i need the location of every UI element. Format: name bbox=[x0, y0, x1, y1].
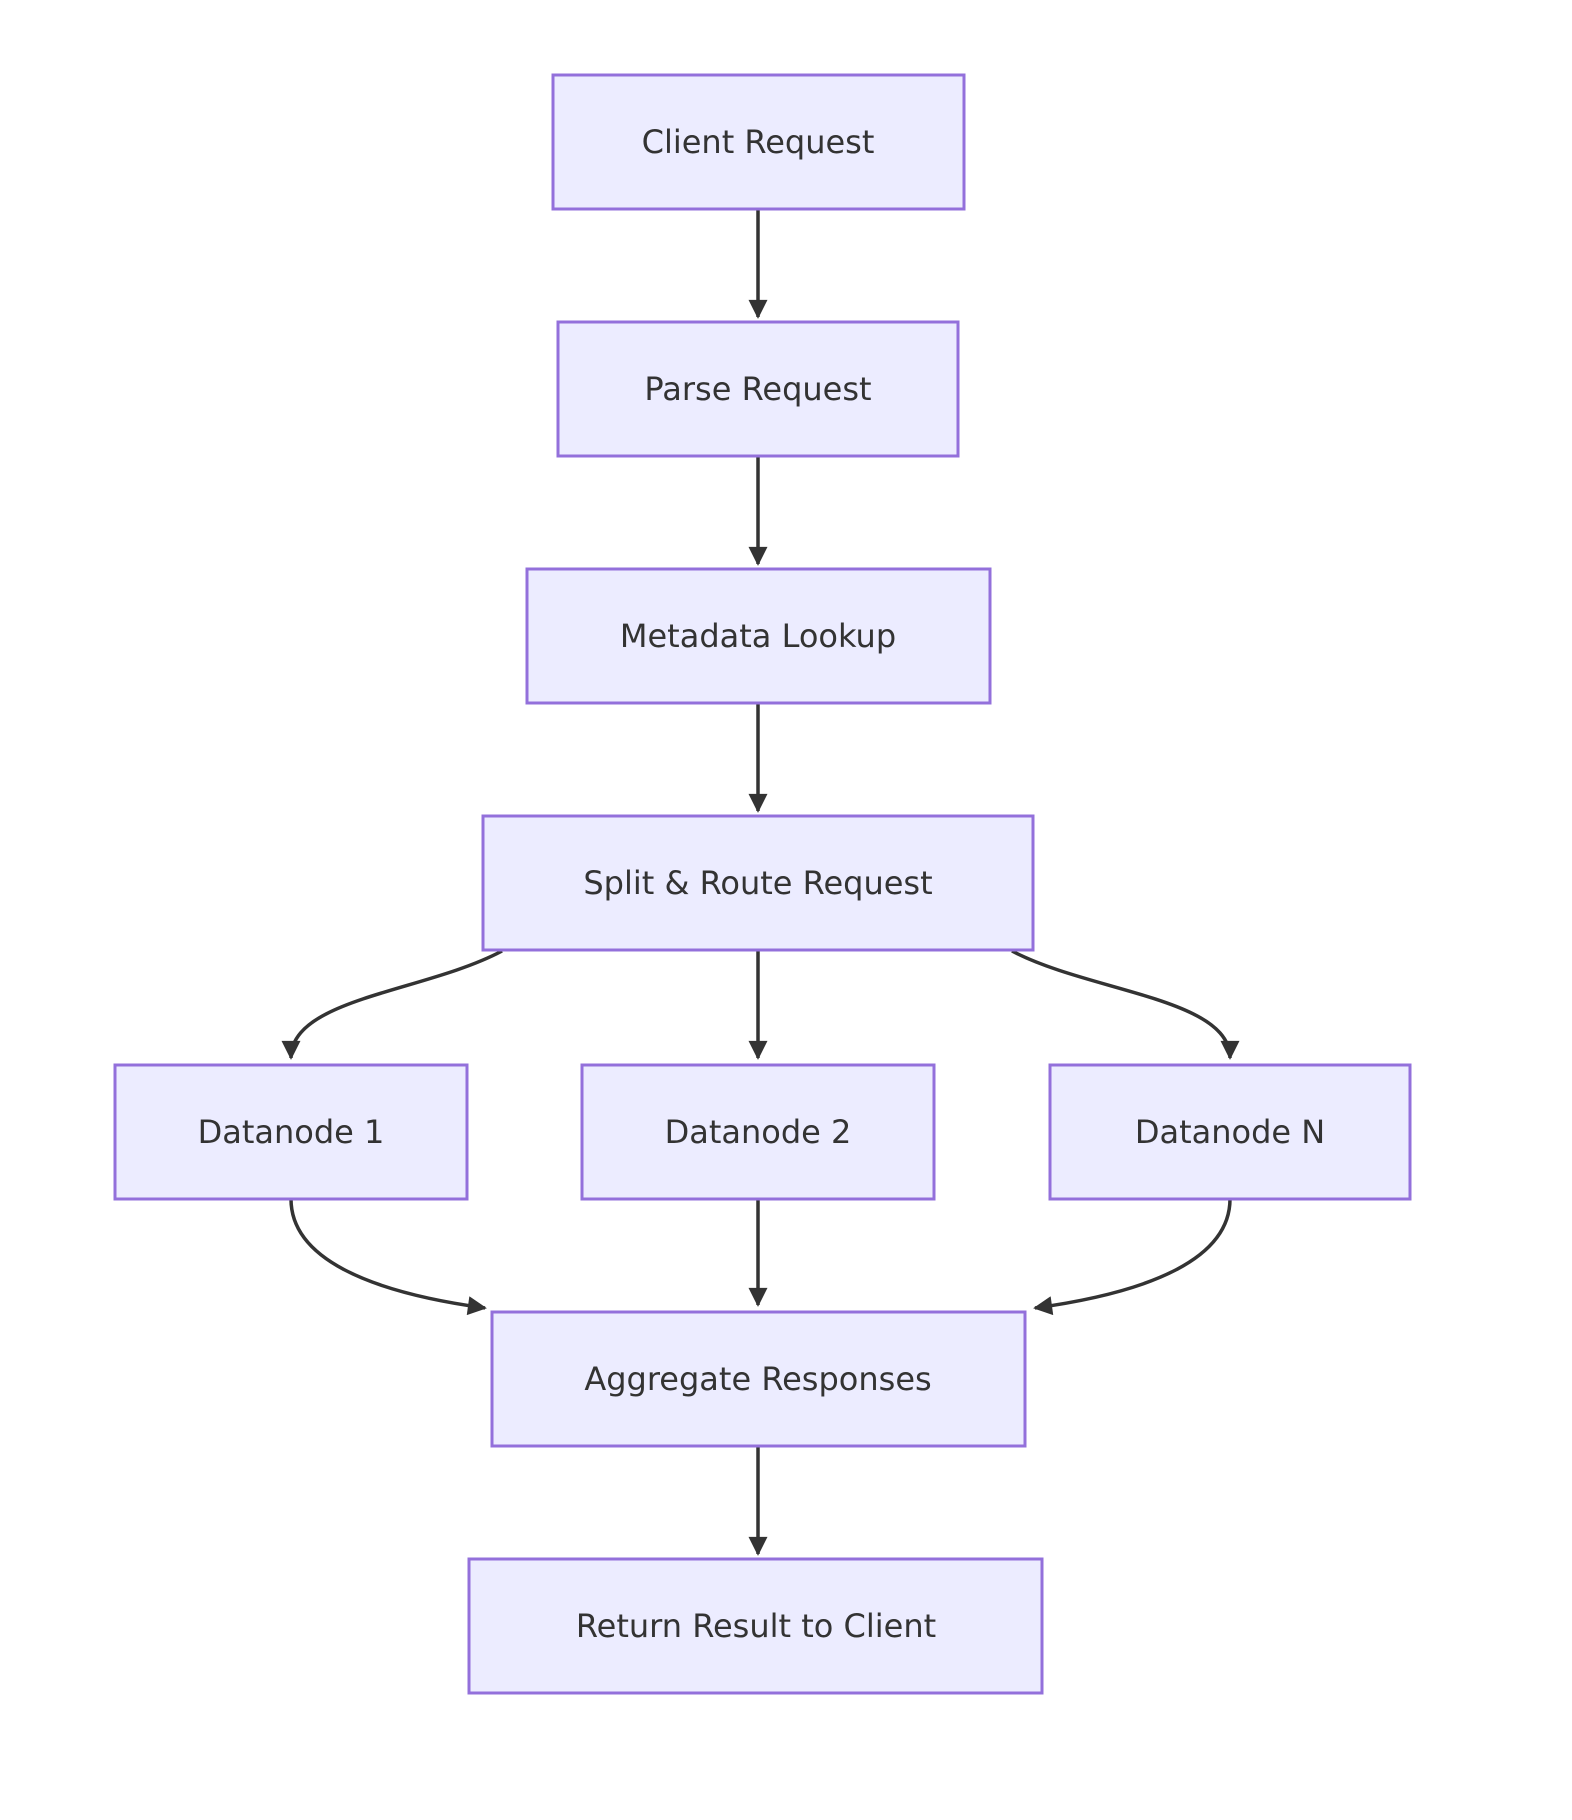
edge-datanodeN-to-aggregate bbox=[1033, 1198, 1232, 1316]
nodes-layer: Client Request Parse Request Metadata Lo… bbox=[113, 73, 1412, 1695]
node-aggregate-responses-box bbox=[490, 1310, 1027, 1448]
edges-layer bbox=[281, 209, 1240, 1556]
node-datanode-n-label: Datanode N bbox=[1135, 1113, 1325, 1151]
node-datanode-2-box bbox=[580, 1063, 936, 1201]
node-return-result-box bbox=[467, 1557, 1044, 1695]
node-split-route-request: Split & Route Request bbox=[481, 814, 1035, 952]
node-aggregate-responses: Aggregate Responses bbox=[490, 1310, 1027, 1448]
node-datanode-2: Datanode 2 bbox=[580, 1063, 936, 1201]
node-client-request: Client Request bbox=[551, 73, 966, 211]
node-parse-request-box bbox=[556, 320, 960, 458]
node-client-request-box bbox=[551, 73, 966, 211]
node-datanode-1-box bbox=[113, 1063, 469, 1201]
node-datanode-n: Datanode N bbox=[1048, 1063, 1412, 1201]
node-return-result-label: Return Result to Client bbox=[576, 1607, 936, 1645]
edge-datanode1-to-aggregate bbox=[289, 1198, 487, 1316]
node-split-route-request-box bbox=[481, 814, 1035, 952]
node-parse-request: Parse Request bbox=[556, 320, 960, 458]
edge-split-to-datanode1 bbox=[281, 949, 503, 1060]
node-client-request-label: Client Request bbox=[642, 123, 875, 161]
node-metadata-lookup: Metadata Lookup bbox=[525, 567, 992, 705]
node-datanode-2-label: Datanode 2 bbox=[665, 1113, 852, 1151]
node-aggregate-responses-label: Aggregate Responses bbox=[584, 1360, 931, 1398]
node-datanode-n-box bbox=[1048, 1063, 1412, 1201]
node-datanode-1: Datanode 1 bbox=[113, 1063, 469, 1201]
node-parse-request-label: Parse Request bbox=[644, 370, 871, 408]
node-return-result: Return Result to Client bbox=[467, 1557, 1044, 1695]
edge-split-to-datanodeN bbox=[1011, 949, 1240, 1060]
node-metadata-lookup-label: Metadata Lookup bbox=[620, 617, 896, 655]
node-datanode-1-label: Datanode 1 bbox=[198, 1113, 385, 1151]
node-metadata-lookup-box bbox=[525, 567, 992, 705]
node-split-route-request-label: Split & Route Request bbox=[583, 864, 932, 902]
